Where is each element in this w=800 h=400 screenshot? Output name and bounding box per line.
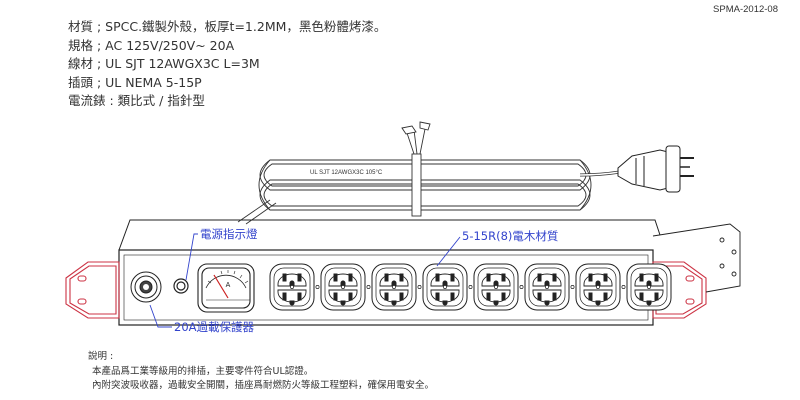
notes-line-2: 內附突波吸收器，過載安全開關，插座爲耐燃防火等級工程塑料，確保用電安全。 [92,380,435,391]
circuit-breaker-icon [130,271,162,303]
spec-plug: 插頭 ; UL NEMA 5-15P [68,74,202,90]
cable-tie [401,121,431,217]
rack-ear-left [65,261,120,319]
document-code: SPMA-2012-08 [713,4,778,15]
notes-heading: 說明 : [88,351,114,362]
cable-to-strip [237,199,271,223]
mount-screw-icon [315,285,320,289]
spec-list: 材質 ; SPCC.鐵製外殼，板厚t=1.2MM，黑色粉體烤漆。 規格 ; AC… [68,18,386,111]
receptacle-icon [422,263,468,311]
rack-ear-right [652,261,707,319]
mount-screw-icon [519,285,524,289]
receptacle-icon [524,263,570,311]
receptacle-group [269,263,672,311]
plug-icon [617,145,694,193]
power-light-icon [173,278,189,294]
callout-receptacle: 5-15R(8)電木材質 [462,229,558,243]
notes-section: 說明 : 本產品爲工業等級用的排插，主要零件符合UL認證。 內附突波吸收器，過載… [88,350,434,394]
ammeter-symbol: A [226,282,231,289]
notes-line-1: 本產品爲工業等級用的排插，主要零件符合UL認證。 [92,365,314,377]
receptacle-icon [626,263,672,311]
mount-screw-icon [570,285,575,289]
mount-screw-icon [366,285,371,289]
spec-meter: 電流錶 : 類比式 / 指針型 [68,93,205,108]
spec-rating: 規格 ; AC 125V/250V~ 20A [68,37,235,53]
spec-material: 材質 ; SPCC.鐵製外殼，板厚t=1.2MM，黑色粉體烤漆。 [68,19,387,34]
receptacle-icon [371,263,417,311]
receptacle-icon [575,263,621,311]
rack-ear-depth [652,223,741,293]
callout-power-light: 電源指示燈 [200,227,258,241]
mount-screw-icon [621,285,626,289]
receptacle-icon [473,263,519,311]
receptacle-icon [269,263,315,311]
callout-lines [149,233,461,328]
mount-screw-icon [468,285,473,289]
coiled-cable [258,159,592,211]
spec-cable: 線材 ; UL SJT 12AWGX3C L=3M [68,56,260,71]
callout-breaker: 20A過載保護器 [174,320,254,334]
mount-screw-icon [417,285,422,289]
cable-label: UL SJT 12AWGX3C 105°C [310,170,383,176]
receptacle-icon [320,263,366,311]
ammeter-icon [197,263,255,313]
